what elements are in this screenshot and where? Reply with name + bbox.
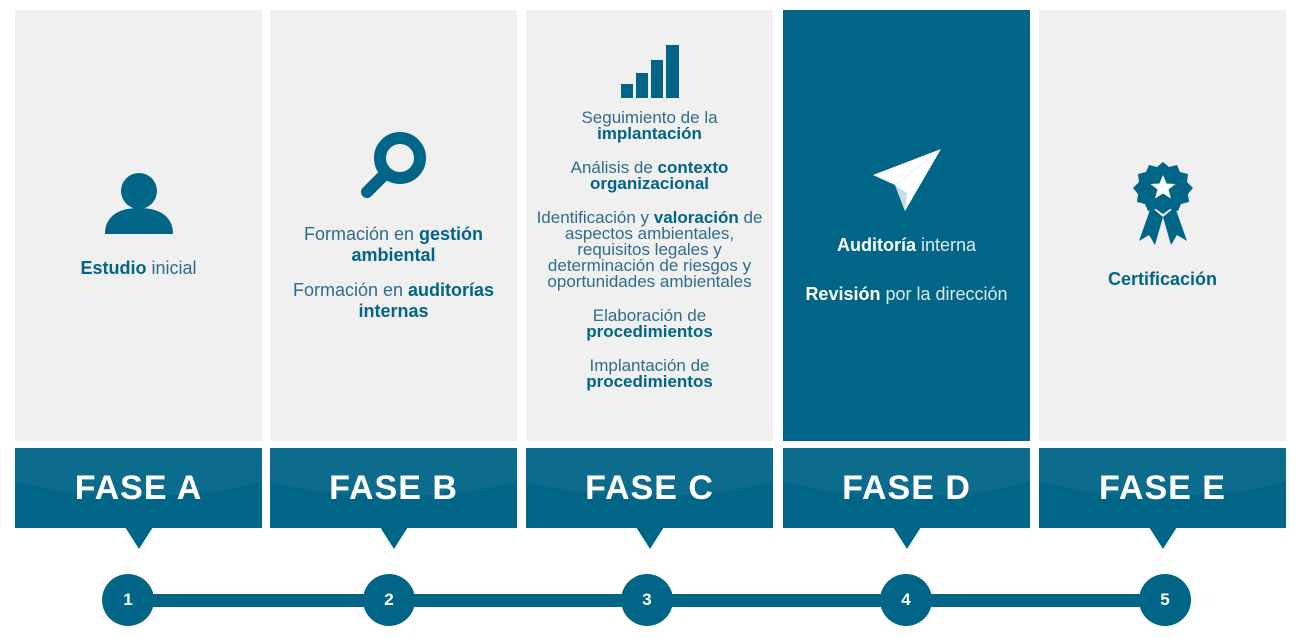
phase-e-item-1: Certificación xyxy=(1107,269,1218,289)
phase-d-panel: Auditoría interna Revisión por la direcc… xyxy=(783,10,1030,441)
phase-b-label: FASE B xyxy=(329,468,458,507)
phase-e-panel: Certificación xyxy=(1039,10,1286,441)
phase-a-banner: FASE A xyxy=(15,448,262,549)
phase-b-banner: FASE B xyxy=(270,448,517,549)
phase-c-item-4: Elaboración de procedimientos xyxy=(586,305,713,341)
phase-c-banner: FASE C xyxy=(526,448,773,549)
phase-a-label: FASE A xyxy=(74,468,203,507)
phase-e-label: FASE E xyxy=(1099,468,1226,507)
phase-a-panel: Estudio inicial xyxy=(15,10,262,441)
award-ribbon-icon xyxy=(1132,162,1193,245)
step-2-circle: 2 xyxy=(363,574,415,626)
step-3-circle: 3 xyxy=(621,574,673,626)
phase-d-pointer xyxy=(892,527,921,549)
step-5-circle: 5 xyxy=(1139,574,1191,626)
paper-plane-icon xyxy=(872,148,941,211)
phase-d-banner: FASE D xyxy=(783,448,1030,549)
step-1-circle: 1 xyxy=(102,574,154,626)
phase-a-pointer xyxy=(124,527,153,549)
magnifier-icon xyxy=(360,131,426,198)
phase-e-pointer xyxy=(1148,527,1177,549)
phase-a-item-1: Estudio inicial xyxy=(80,258,197,278)
bar-chart-icon xyxy=(620,44,679,98)
phase-b-panel: Formación en gestión ambiental Formación… xyxy=(270,10,517,441)
phase-d-label: FASE D xyxy=(842,468,971,507)
phase-b-pointer xyxy=(379,527,408,549)
phase-d-item-1: Auditoría interna xyxy=(836,234,977,255)
user-icon xyxy=(104,173,173,234)
phase-e-banner: FASE E xyxy=(1039,448,1286,549)
phase-c-pointer xyxy=(635,527,664,549)
phase-c-item-1: Seguimiento de la implantación xyxy=(581,107,718,143)
phase-c-item-2: Análisis de contexto organizacional xyxy=(570,157,729,193)
phase-c-label: FASE C xyxy=(585,468,714,507)
phase-c-item-3: Identificación y valoración de aspectos … xyxy=(536,207,763,291)
phase-b-item-1: Formación en gestión ambiental xyxy=(303,223,484,265)
phase-c-panel: Seguimiento de la implantación Análisis … xyxy=(526,10,773,441)
phase-b-item-2: Formación en auditorías internas xyxy=(292,279,495,321)
phase-c-item-5: Implantación de procedimientos xyxy=(586,355,713,391)
phase-d-item-2: Revisión por la dirección xyxy=(805,283,1008,304)
step-4-circle: 4 xyxy=(880,574,932,626)
